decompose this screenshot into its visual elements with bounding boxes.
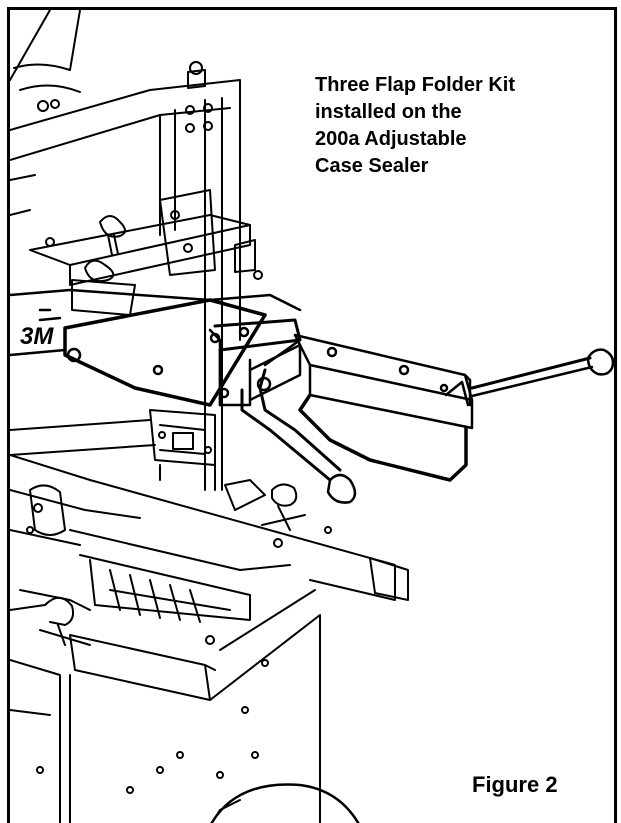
case-sealer-illustration — [10, 10, 614, 823]
folder-head — [10, 288, 302, 407]
caption-line: 200a Adjustable — [315, 128, 467, 150]
extension-arm — [293, 333, 614, 482]
caption-line: Case Sealer — [315, 155, 429, 177]
svg-text:3M: 3M — [20, 323, 54, 350]
figure-caption: Three Flap Folder Kit installed on the 2… — [315, 72, 614, 180]
top-left-flap — [10, 10, 81, 93]
upper-frame — [10, 61, 241, 491]
swing-arm — [240, 368, 357, 504]
lower-cabinet — [10, 589, 360, 823]
caption-line: Three Flap Folder Kit — [315, 74, 516, 96]
side-plate — [10, 409, 216, 491]
figure-label: Figure 2 — [472, 772, 558, 797]
3m-logo: 3M — [20, 323, 54, 350]
figure-frame: Three Flap Folder Kit installed on the 2… — [7, 7, 617, 823]
lower-table — [10, 454, 409, 701]
caption-line: installed on the — [315, 101, 462, 123]
